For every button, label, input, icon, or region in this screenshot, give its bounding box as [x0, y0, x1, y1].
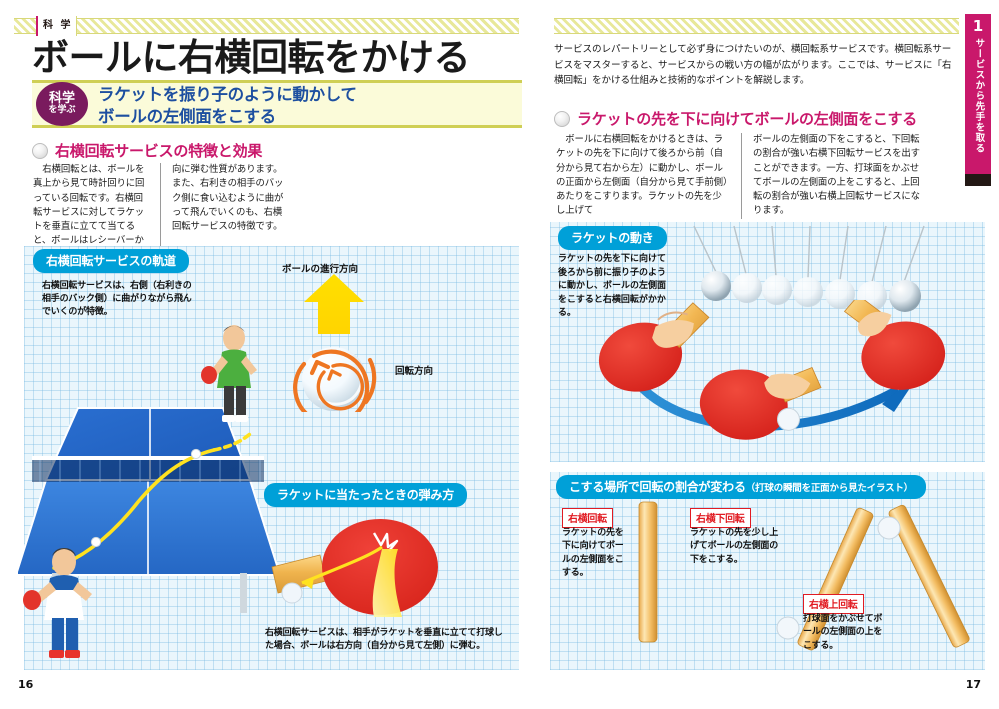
racket-tilted-up-illustration	[776, 507, 874, 651]
science-badge: 科学 を学ぶ	[36, 82, 88, 126]
left-page-number: 16	[18, 678, 34, 691]
chapter-side-tab: 1 サービスから先手を取る	[965, 14, 991, 174]
spin-badge-yoko: 右横回転	[562, 508, 613, 528]
spin-caption-yoko: ラケットの先を下に向けてボールの左側面をこする。	[562, 528, 624, 578]
figure-spin-variants-pill-sub: （打球の瞬間を正面から見たイラスト）	[745, 483, 913, 494]
circle-bullet-icon	[554, 110, 570, 127]
figure-bounce-pill: ラケットに当たったときの弾み方	[264, 483, 468, 507]
figure-spin-variants-pill: こする場所で回転の割合が変わる（打球の瞬間を正面から見たイラスト）	[556, 475, 926, 499]
figure-spin-variants-panel	[550, 472, 985, 670]
header-decorative-band	[14, 18, 519, 34]
science-badge-line2: を学ぶ	[48, 104, 76, 115]
figure-trajectory-caption: 右横回転サービスは、右側（右利きの相手のバック側）に曲がりながら飛んでいくのが特…	[42, 281, 192, 318]
spinning-ball-diagram	[293, 274, 377, 412]
player-near-illustration	[23, 548, 92, 658]
spin-badge-yoko-shita: 右横下回転	[690, 508, 751, 528]
spin-caption-yoko-shita: ラケットの先を少し上げてボールの左側面の下をこする。	[690, 528, 779, 565]
left-section-heading: 右横回転サービスの特徴と効果	[32, 140, 262, 161]
figure-trajectory-pill: 右横回転サービスの軌道	[33, 249, 189, 273]
left-section-heading-text: 右横回転サービスの特徴と効果	[55, 142, 263, 160]
right-body-column-1: ボールに右横回転をかけるときは、ラケットの先を下に向けて後ろから前（自分から見て…	[556, 133, 742, 219]
figure-racket-motion-pill: ラケットの動き	[558, 226, 667, 250]
spin-badge-yoko-ue: 右横上回転	[803, 594, 864, 614]
right-header-band	[554, 18, 959, 34]
spin-caption-yoko-ue: 打球面をかぶせてボールの左側面の上をこする。	[803, 614, 883, 651]
science-banner-text: ラケットを振り子のように動かして ボールの左側面をこする	[98, 84, 518, 128]
racket-tilted-down-illustration	[877, 504, 970, 648]
right-section-heading-text: ラケットの先を下に向けてボールの左側面をこする	[577, 110, 918, 128]
figure-bounce-caption: 右横回転サービスは、相手がラケットを垂直に立てて打球した場合、ボールは右方向（自…	[265, 628, 503, 652]
chapter-number: 1	[972, 17, 984, 35]
header-category-tag: 科 学	[36, 16, 78, 36]
science-banner-text-line1: ラケットを振り子のように動かして	[98, 85, 357, 104]
science-banner	[32, 80, 522, 128]
right-page: 1 サービスから先手を取る 17	[540, 0, 999, 709]
rotation-direction-label: 回転方向	[395, 366, 434, 377]
pendulum-balls-diagram	[693, 225, 925, 312]
ball-direction-label: ボールの進行方向	[282, 264, 359, 275]
racket-swing-illustration	[598, 300, 946, 440]
page-title: ボールに右横回転をかける	[32, 36, 471, 79]
right-body-column-2: ボールの左側面の下をこすると、下回転の割合が強い右横下回転サービスを出すことがで…	[753, 134, 920, 217]
racket-bounce-diagram	[271, 519, 438, 617]
side-tab-foot	[965, 174, 991, 186]
right-intro-text: サービスのレパートリーとして必ず身につけたいのが、横回転系サービスです。横回転系…	[554, 44, 952, 87]
right-body-text: ボールに右横回転をかけるときは、ラケットの先を下に向けて後ろから前（自分から見て…	[556, 133, 928, 219]
figure-spin-variants-pill-main: こする場所で回転の割合が変わる	[569, 480, 746, 494]
racket-vertical-illustration	[638, 501, 658, 643]
right-section-heading: ラケットの先を下に向けてボールの左側面をこする	[554, 108, 917, 129]
left-body-column-2: 向に弾む性質があります。また、右利きの相手のバック側に食い込むように曲がって飛ん…	[172, 164, 284, 233]
figure-racket-motion-caption: ラケットの先を下に向けて後ろから前に振り子のように動かし、ボールの左側面をこする…	[558, 254, 667, 318]
right-page-number: 17	[965, 678, 981, 691]
chapter-title: サービスから先手を取る	[973, 38, 985, 154]
left-page: 科 学 ボールに右横回転をかける 科学 を学ぶ ラケットを振り子のように動かして…	[14, 16, 522, 691]
player-far-illustration	[201, 325, 257, 422]
circle-bullet-icon	[32, 142, 48, 159]
science-banner-text-line2: ボールの左側面をこする	[98, 106, 276, 126]
science-badge-line1: 科学	[48, 91, 75, 107]
